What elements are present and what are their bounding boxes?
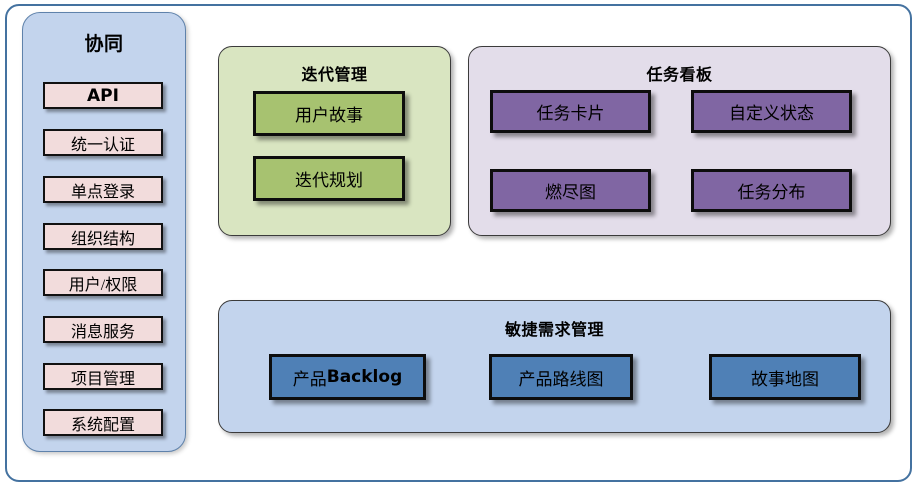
sidebar-item-label: API — [87, 85, 119, 106]
taskboard-item-label: 任务卡片 — [536, 104, 605, 123]
taskboard-item-task-distribution[interactable]: 任务分布 — [691, 169, 852, 212]
sidebar-item-label: 系统配置 — [70, 416, 135, 434]
taskboard-item-burndown-chart[interactable]: 燃尽图 — [490, 169, 651, 212]
taskboard-item-label: 任务分布 — [737, 183, 806, 202]
sidebar-item-label: 统一认证 — [70, 136, 135, 154]
sidebar-item-single-sign-on[interactable]: 单点登录 — [43, 176, 163, 203]
taskboard-panel-title: 任务看板 — [646, 65, 713, 84]
sidebar-item-api[interactable]: API — [43, 82, 163, 109]
agile-panel-title: 敏捷需求管理 — [504, 320, 604, 339]
iteration-panel-title: 迭代管理 — [301, 65, 368, 84]
iteration-item-label: 用户故事 — [295, 106, 363, 125]
sidebar-item-system-config[interactable]: 系统配置 — [43, 409, 163, 436]
sidebar-title: 协同 — [84, 33, 124, 55]
agile-item-label: 故事地图 — [751, 369, 819, 389]
iteration-item-label: 迭代规划 — [295, 171, 363, 190]
sidebar-item-user-permission[interactable]: 用户/权限 — [43, 269, 163, 296]
sidebar-item-message-service[interactable]: 消息服务 — [43, 316, 163, 343]
sidebar-item-label: 单点登录 — [70, 183, 135, 201]
iteration-management-panel: 迭代管理 用户故事 迭代规划 — [218, 46, 451, 236]
iteration-item-iteration-planning[interactable]: 迭代规划 — [253, 156, 405, 201]
taskboard-item-label: 燃尽图 — [545, 183, 596, 202]
taskboard-item-label: 自定义状态 — [729, 104, 814, 123]
sidebar-item-project-management[interactable]: 项目管理 — [43, 363, 163, 390]
taskboard-panel: 任务看板 任务卡片 自定义状态 燃尽图 任务分布 — [468, 46, 891, 236]
agile-item-label: 产品路线图 — [518, 369, 604, 389]
taskboard-item-task-card[interactable]: 任务卡片 — [490, 90, 651, 133]
sidebar-item-label: 用户/权限 — [68, 276, 138, 294]
agile-item-story-map[interactable]: 故事地图 — [709, 354, 861, 400]
sidebar-item-label: 组织结构 — [70, 230, 135, 248]
taskboard-item-custom-status[interactable]: 自定义状态 — [691, 90, 852, 133]
sidebar-item-org-structure[interactable]: 组织结构 — [43, 223, 163, 250]
sidebar-item-label: 项目管理 — [70, 370, 135, 388]
sidebar-item-unified-auth[interactable]: 统一认证 — [43, 129, 163, 156]
sidebar-item-label: 消息服务 — [70, 323, 135, 341]
iteration-item-user-story[interactable]: 用户故事 — [253, 91, 405, 136]
sidebar-panel-collaboration: 协同 API 统一认证 单点登录 组织结构 用户/权限 消息服务 项目管理 系统… — [22, 12, 186, 452]
agile-item-product-roadmap[interactable]: 产品路线图 — [489, 354, 633, 400]
agile-item-label-cjk: 产品 — [292, 369, 327, 389]
agile-item-label-latin: Backlog — [326, 367, 403, 387]
